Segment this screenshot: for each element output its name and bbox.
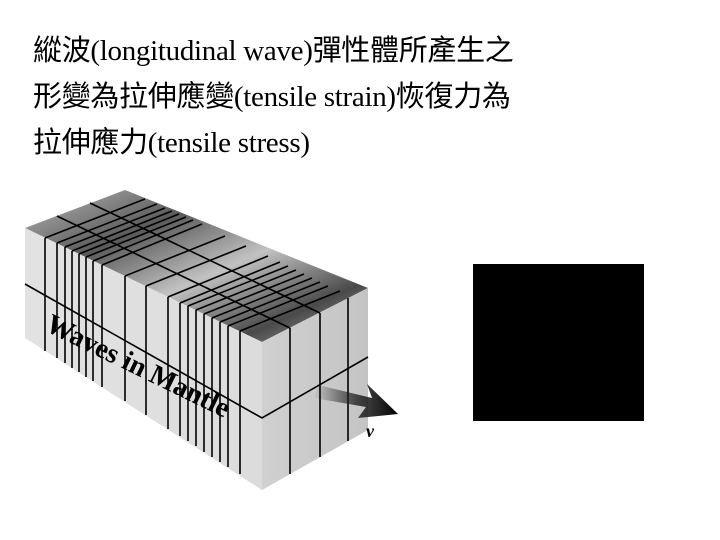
slide-body-text: 縱波(longitudinal wave)彈性體所產生之 形變為拉伸應變(ten… bbox=[33, 28, 713, 166]
black-placeholder-box bbox=[473, 264, 644, 421]
velocity-arrow-icon bbox=[314, 384, 398, 418]
horizontal-band-line bbox=[24, 283, 369, 419]
block-front-face bbox=[25, 228, 262, 490]
text-line-1: 縱波(longitudinal wave)彈性體所產生之 bbox=[33, 35, 514, 67]
front-vertical-lines bbox=[44, 238, 241, 474]
velocity-label: v bbox=[366, 421, 375, 441]
grid-lines bbox=[24, 198, 369, 474]
block-end-face bbox=[262, 288, 368, 490]
text-line-2: 形變為拉伸應變(tensile strain)恢復力為 bbox=[33, 81, 511, 113]
text-line-3: 拉伸應力(tensile stress) bbox=[33, 127, 310, 159]
